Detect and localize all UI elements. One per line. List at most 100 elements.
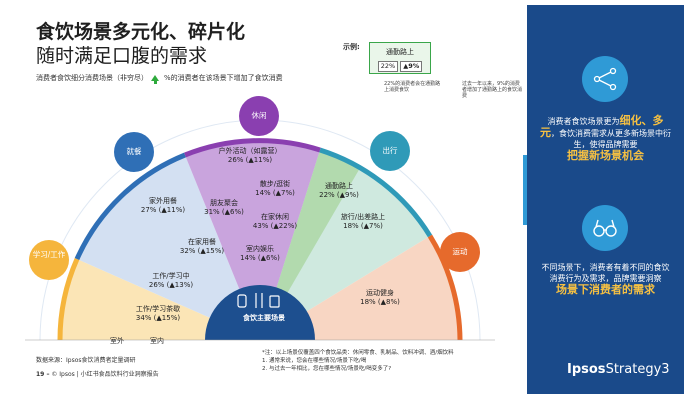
- cell-share: 14%: [255, 189, 271, 197]
- panel-text-2: 不同场景下，消费者有着不同的食饮消费行为及需求，品牌需要洞察 场景下消费者的需求: [539, 262, 672, 295]
- brand-rest: Strategy3: [605, 362, 670, 377]
- cell-share: 22%: [319, 191, 335, 199]
- example-label: 示例:: [343, 43, 360, 51]
- box-icon: [269, 295, 280, 308]
- cup-icon: [237, 294, 247, 308]
- cell-name: 在家休闲: [261, 213, 289, 221]
- cell-name: 散步/逛街: [259, 180, 291, 188]
- axis-indoor-label: 室内: [150, 337, 164, 345]
- footer-source: 数据来源：Ipsos食饮消费者定量调研: [36, 357, 136, 364]
- core-circle: [205, 285, 315, 340]
- panel-text-1a: 消费者食饮场景更为: [547, 117, 620, 126]
- cell-name: 室内娱乐: [246, 245, 274, 253]
- cell-name: 工作/学习茶歇: [135, 305, 181, 313]
- cell-name: 家外用餐: [149, 197, 177, 205]
- cell-share: 18%: [360, 298, 376, 306]
- panel-text-2a: 不同场景下，消费者有着不同的食饮消费行为及需求，品牌需要洞察: [541, 263, 670, 283]
- cell-walk: 散步/逛街 14% (▲7%): [253, 180, 297, 198]
- cell-share: 27%: [140, 206, 157, 214]
- cell-name: 工作/学习中: [152, 272, 190, 280]
- panel-highlight-2: 把握新场景机会: [567, 149, 644, 162]
- cell-inc: 11%: [253, 156, 270, 164]
- cell-inc: 6%: [230, 208, 242, 216]
- brand-bold: Ipsos: [567, 362, 606, 377]
- arc-sport: [427, 234, 463, 341]
- sector-label-travel: 出行: [382, 146, 398, 155]
- arc-leisure: [184, 138, 321, 158]
- cell-name: 运动健身: [366, 289, 394, 297]
- share-network-icon: [582, 56, 628, 102]
- cell-friends: 朋友聚会 31% (▲6%): [198, 199, 250, 217]
- cell-inc: 22%: [278, 222, 295, 230]
- legend-prefix: 消费者食饮细分消费场景（非穷尽）: [36, 74, 148, 82]
- page-number: 19 –: [36, 371, 50, 378]
- arc-study: [57, 257, 80, 341]
- cell-inc: 8%: [386, 298, 398, 306]
- cell-share: 34%: [135, 314, 152, 322]
- footnote-line-3: 2. 与过去一年相比，您在哪些情况/场景吃/喝变多了?: [262, 366, 392, 372]
- footnote-line-1: *注：以上场景仅覆盖四个食饮品类：休闲零食、乳制品、饮料冲调、酒/烟饮料: [262, 350, 454, 356]
- cell-inc: 7%: [281, 189, 293, 197]
- scene-diagram: [25, 96, 495, 341]
- cell-name: 在家用餐: [188, 238, 216, 246]
- cell-share: 26%: [227, 156, 244, 164]
- example-note-right: 过去一年以来，9%的消费者增加了通勤路上的食饮消费: [462, 81, 523, 99]
- cell-name: 朋友聚会: [210, 199, 238, 207]
- cell-work-study: 工作/学习中 26% (▲13%): [140, 272, 202, 290]
- example-note-left: 22%的消费者会在通勤路上消费食饮: [384, 81, 441, 93]
- binoculars-icon: [582, 205, 628, 251]
- footnote-line-2: 1. 通常来说，您会在哪些情况/场景下吃/喝: [262, 358, 367, 364]
- panel-text-1c: ，食饮消费需求从更多新场景中衍生，使得品牌需要: [551, 129, 671, 149]
- example-increase-wrap: ▲9%: [400, 61, 423, 72]
- arc-travel: [319, 147, 433, 238]
- title-line-1: 食饮场景多元化、碎片化: [36, 21, 246, 43]
- leisure-circle: [239, 96, 279, 136]
- panel-notch: [523, 155, 527, 225]
- example-scene: 通勤路上: [386, 48, 414, 56]
- example-box: 通勤路上 22% ▲9%: [369, 42, 431, 74]
- cell-share: 14%: [240, 254, 256, 262]
- legend-line: 消费者食饮细分消费场景（非穷尽） %的消费者在该场景下增加了食饮消费: [36, 73, 283, 84]
- cell-work-break: 工作/学习茶歇 34% (▲15%): [124, 305, 192, 323]
- cell-eat-out: 家外用餐 27% (▲11%): [134, 197, 192, 215]
- cell-outdoor: 户外活动（如露营） 26% (▲11%): [214, 147, 286, 165]
- sector-travel-fill: [260, 150, 430, 340]
- leisure-band: [185, 140, 320, 340]
- sector-sport-fill: [260, 236, 460, 340]
- panel-text-1: 消费者食饮场景更为细化、多元，食饮消费需求从更多新场景中衍生，使得品牌需要 把握…: [539, 115, 672, 161]
- sector-label-sport: 运动: [452, 247, 468, 256]
- cell-share: 18%: [343, 222, 359, 230]
- cell-inc: 11%: [166, 206, 183, 214]
- cell-eat-home: 在家用餐 32% (▲15%): [174, 238, 230, 256]
- insight-panel: 消费者食饮场景更为细化、多元，食饮消费需求从更多新场景中衍生，使得品牌需要 把握…: [523, 5, 684, 394]
- cell-inc: 9%: [345, 191, 357, 199]
- title-line-2: 随时满足口腹的需求: [36, 45, 208, 67]
- panel-highlight-1: 细化、多元: [540, 114, 664, 139]
- cell-name: 户外活动（如露营）: [218, 147, 282, 155]
- up-arrow-icon: [151, 75, 159, 84]
- study-circle: [29, 240, 69, 280]
- cell-share: 43%: [252, 222, 269, 230]
- sector-label-dining: 就餐: [126, 147, 142, 156]
- example-share: 22%: [377, 61, 399, 72]
- ipsos-logo: IpsosStrategy3: [567, 362, 670, 377]
- legend-suffix: %的消费者在该场景下增加了食饮消费: [164, 74, 283, 82]
- cell-commute: 通勤路上 22% (▲9%): [314, 182, 364, 200]
- cell-inc: 6%: [266, 254, 278, 262]
- cell-fitness: 运动健身 18% (▲8%): [354, 289, 406, 307]
- cell-inc: 7%: [369, 222, 381, 230]
- core-label: 食饮主要场景: [243, 314, 285, 322]
- cell-share: 26%: [148, 281, 165, 289]
- example-increase: 9%: [408, 62, 420, 70]
- panel-highlight-3: 场景下消费者的需求: [556, 283, 655, 296]
- cell-home-leisure: 在家休闲 43% (▲22%): [250, 213, 300, 231]
- sector-label-study: 学习/工作: [32, 250, 66, 259]
- axis-outdoor-label: 室外: [110, 337, 124, 345]
- cell-inc: 13%: [174, 281, 191, 289]
- sector-label-leisure: 休闲: [251, 111, 267, 120]
- travel-circle: [370, 131, 410, 171]
- footnote: *注：以上场景仅覆盖四个食饮品类：休闲零食、乳制品、饮料冲调、酒/烟饮料 1. …: [262, 349, 454, 373]
- page-title: 食饮场景多元化、碎片化 随时满足口腹的需求: [36, 20, 245, 68]
- cell-inc: 15%: [161, 314, 178, 322]
